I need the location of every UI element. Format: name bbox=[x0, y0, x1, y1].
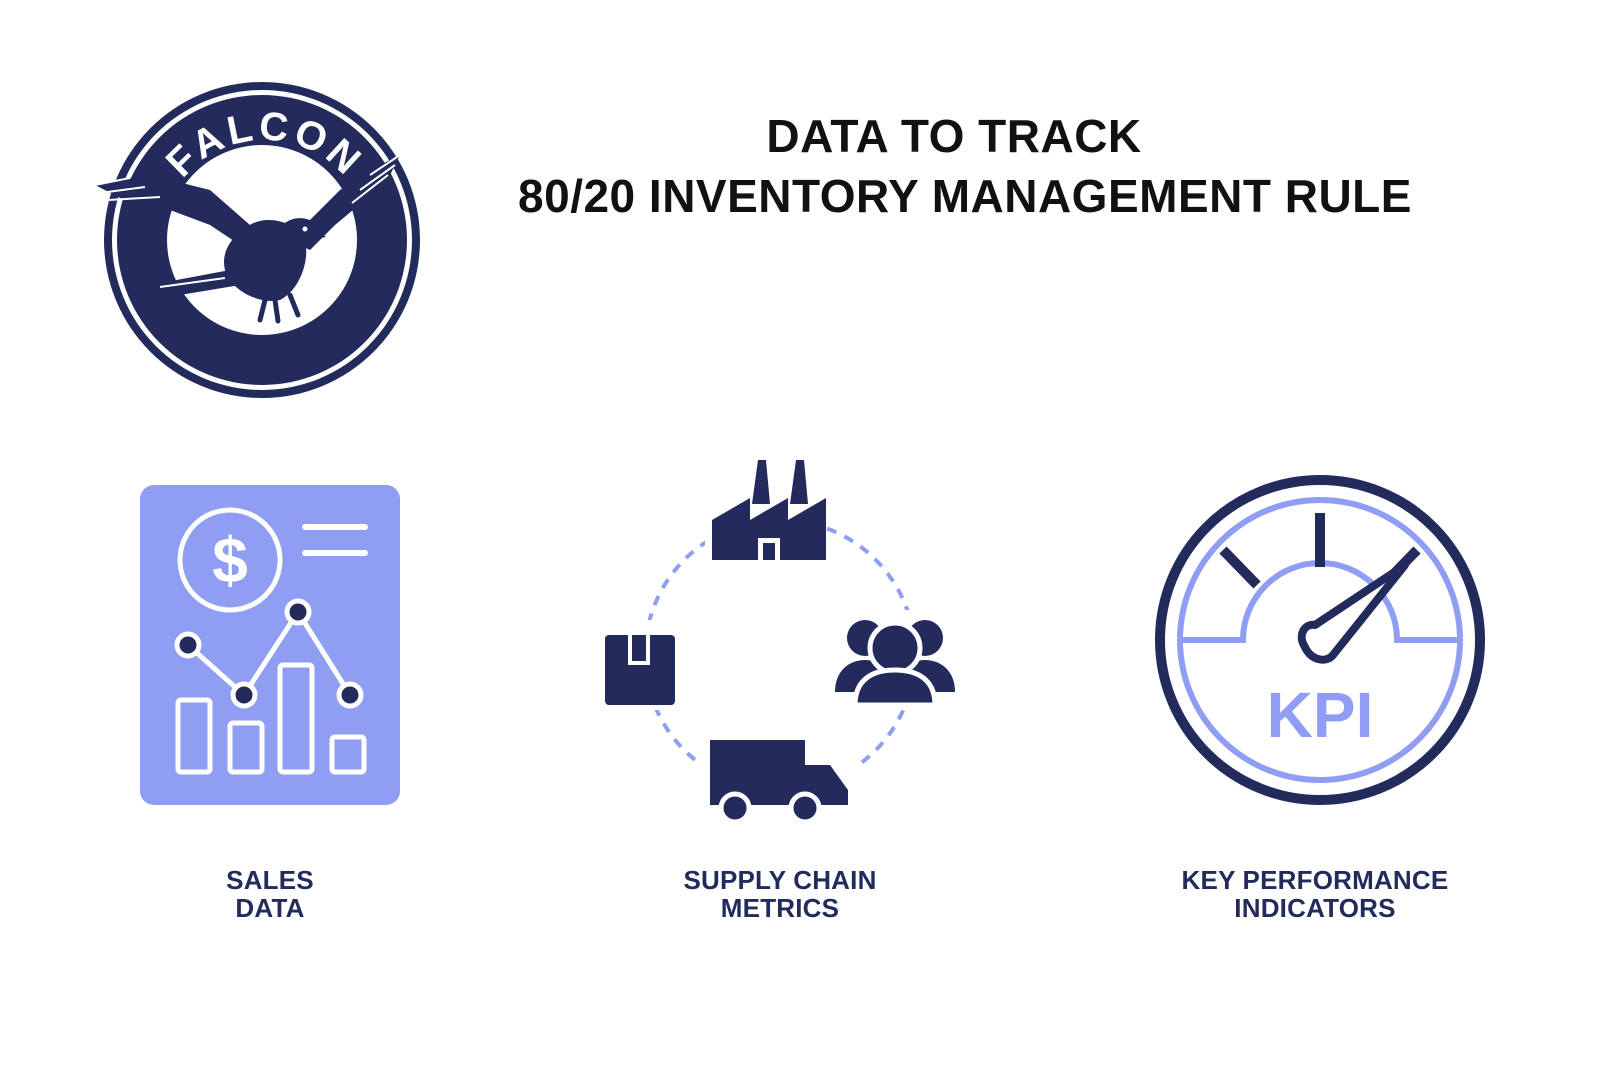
kpi-text: KPI bbox=[1267, 679, 1374, 751]
sales-report-icon: $ bbox=[140, 485, 400, 805]
label-line: KEY PERFORMANCE bbox=[1181, 865, 1449, 895]
title-block: DATA TO TRACK 80/20 INVENTORY MANAGEMENT… bbox=[470, 108, 1460, 228]
label-supply-chain-metrics: SUPPLY CHAIN METRICS bbox=[650, 866, 910, 922]
falcon-fulfillment-logo: FALCON FULFILLMENT bbox=[90, 75, 440, 405]
label-line: INDICATORS bbox=[1234, 893, 1396, 923]
label-line: SALES bbox=[226, 865, 314, 895]
label-line: SUPPLY CHAIN bbox=[683, 865, 877, 895]
supply-chain-cycle-icon bbox=[595, 460, 980, 830]
people-icon bbox=[830, 610, 970, 710]
title-line-2: 80/20 INVENTORY MANAGEMENT RULE bbox=[518, 170, 1412, 222]
label-key-performance-indicators: KEY PERFORMANCE INDICATORS bbox=[1160, 866, 1470, 922]
label-sales-data: SALES DATA bbox=[170, 866, 370, 922]
title-line-1: DATA TO TRACK bbox=[766, 110, 1142, 162]
truck-icon bbox=[700, 730, 860, 825]
package-icon bbox=[595, 620, 685, 710]
kpi-gauge-icon: KPI bbox=[1155, 475, 1495, 815]
label-line: DATA bbox=[235, 893, 305, 923]
label-line: METRICS bbox=[720, 893, 840, 923]
factory-icon bbox=[705, 460, 826, 565]
svg-text:$: $ bbox=[212, 524, 248, 596]
